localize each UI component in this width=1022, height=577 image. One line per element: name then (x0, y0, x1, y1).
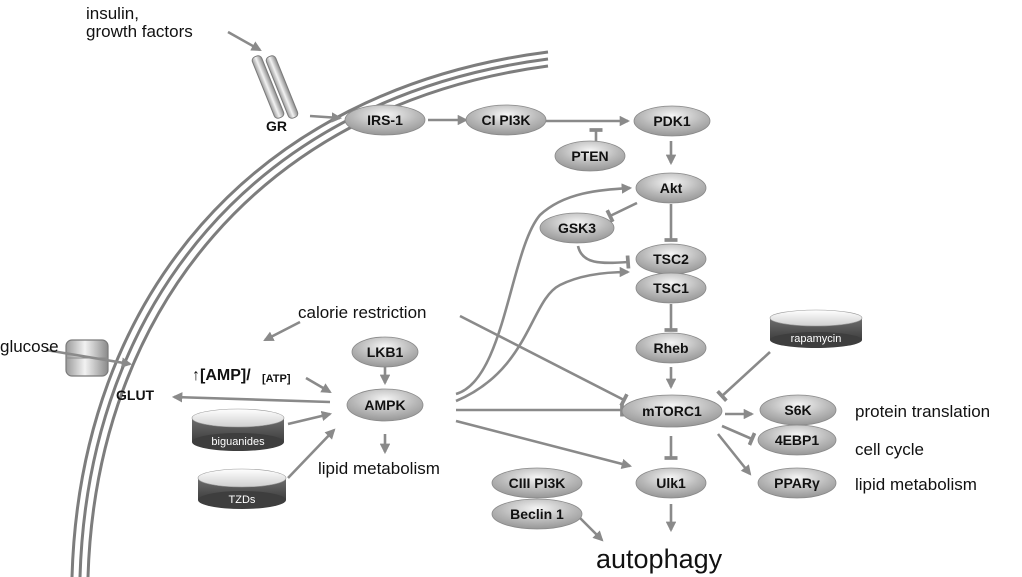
drug-rapamycin-label: rapamycin (791, 333, 842, 345)
node-beclin1-label: Beclin 1 (510, 506, 564, 522)
node-pdk1-label: PDK1 (653, 113, 691, 129)
node-tsc1: TSC1 (635, 272, 707, 304)
node-beclin1: Beclin 1 (491, 498, 583, 530)
edge-calorie-mtorc1 (459, 314, 629, 407)
node-irs1-label: IRS-1 (367, 112, 403, 128)
label-autophagy: autophagy (596, 544, 723, 574)
node-lkb1: LKB1 (351, 336, 419, 368)
edge-biguanides-ampk (287, 410, 333, 426)
node-rheb: Rheb (635, 332, 707, 364)
node-ulk1-label: Ulk1 (656, 475, 686, 491)
label-amp: ↑[AMP]/ (192, 367, 251, 384)
edge-ampk-tsc (455, 266, 631, 403)
node-4ebp1-label: 4EBP1 (775, 432, 820, 448)
growth-receptor-icon (251, 55, 299, 119)
node-tsc1-label: TSC1 (653, 280, 689, 296)
node-pdk1: PDK1 (633, 105, 711, 137)
node-ciiipi3k: CIII PI3K (491, 467, 583, 499)
label-calorie-restriction: calorie restriction (298, 303, 427, 322)
label-insulin: insulin, (86, 4, 139, 23)
edge-glucose-glut (45, 348, 133, 368)
node-tsc2-label: TSC2 (653, 251, 689, 267)
edge-rapamycin-mtorc1 (716, 351, 771, 403)
node-tsc2: TSC2 (635, 243, 707, 275)
node-pten: PTEN (554, 140, 626, 172)
label-glucose: glucose (0, 337, 59, 356)
label-lipid-metabolism-left: lipid metabolism (318, 459, 440, 478)
edge-gr-irs1 (309, 112, 343, 123)
drug-biguanides-label: biguanides (211, 436, 265, 448)
node-ppar: PPARγ (757, 467, 837, 499)
drug-tzds: TZDs (197, 468, 287, 509)
node-4ebp1: 4EBP1 (757, 424, 837, 456)
edge-gsk3-tsc2 (576, 245, 631, 269)
label-lipid-metabolism-right: lipid metabolism (855, 475, 977, 494)
node-pten-label: PTEN (571, 148, 608, 164)
edge-ampk-akt (455, 183, 633, 396)
node-ciiipi3k-label: CIII PI3K (509, 475, 566, 491)
edge-mtorc1-4ebp1 (721, 424, 757, 446)
drug-biguanides: biguanides (191, 408, 285, 451)
label-atp: [ATP] (262, 373, 291, 385)
node-cipi3k-label: CI PI3K (481, 112, 530, 128)
node-s6k-label: S6K (784, 402, 811, 418)
node-akt-label: Akt (660, 180, 683, 196)
node-gsk3: GSK3 (539, 212, 615, 244)
label-growth-factors: growth factors (86, 22, 193, 41)
node-gsk3-label: GSK3 (558, 220, 596, 236)
label-gr: GR (266, 118, 287, 134)
label-glut: GLUT (116, 387, 155, 403)
label-cell-cycle: cell cycle (855, 440, 924, 459)
node-mtorc1-label: mTORC1 (642, 403, 702, 419)
edge-tzds-ampk (287, 428, 336, 479)
edge-calorie-amp (263, 320, 301, 342)
drug-tzds-label: TZDs (229, 494, 256, 506)
drug-rapamycin: rapamycin (769, 309, 863, 348)
edge-mtorc1-ppar (716, 433, 752, 476)
edge-ampk-ulk1 (455, 419, 633, 469)
node-lkb1-label: LKB1 (367, 344, 404, 360)
node-ampk-label: AMPK (364, 397, 405, 413)
edge-akt-gsk3 (605, 201, 638, 223)
node-ppar-label: PPARγ (774, 475, 820, 491)
node-cipi3k: CI PI3K (465, 104, 547, 136)
edge-ampk-glut (171, 392, 331, 404)
label-protein-translation: protein translation (855, 402, 990, 421)
edge-amp-ampk (305, 376, 332, 394)
node-mtorc1: mTORC1 (621, 394, 723, 428)
pathway-edges (45, 30, 771, 542)
node-rheb-label: Rheb (654, 340, 689, 356)
edge-insulin-gr (227, 30, 262, 52)
node-ampk: AMPK (346, 388, 424, 422)
node-s6k: S6K (759, 394, 837, 426)
node-irs1: IRS-1 (344, 104, 426, 136)
edge-beclin-autophagy (577, 515, 604, 542)
node-ulk1: Ulk1 (635, 467, 707, 499)
node-akt: Akt (635, 172, 707, 204)
cell-membrane (70, 50, 549, 577)
